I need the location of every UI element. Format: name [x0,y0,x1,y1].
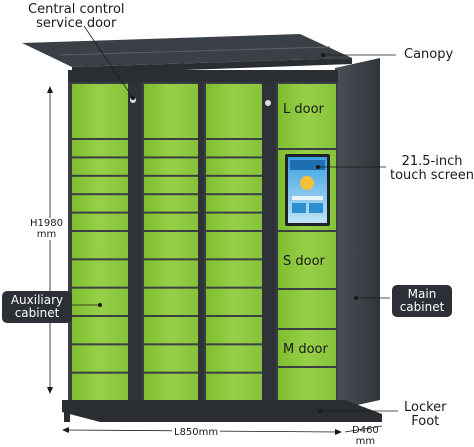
height-unit: mm [36,229,57,240]
m-door-label: M door [283,342,328,357]
locker-door [278,290,336,328]
main-cabinet-tag: Main cabinet [392,285,452,317]
locker-door [72,213,128,230]
locker-door [144,176,198,194]
touch-screen-line1: 21.5-inch [401,154,463,169]
locker-door [144,260,198,287]
locker-door [278,368,336,400]
depth-unit: mm [355,436,376,447]
locker-foot-label: Locker Foot [404,401,447,429]
auxiliary-cabinet-line1: Auxiliary [10,293,64,307]
locker-door [144,317,198,344]
canopy-label: Canopy [404,47,454,62]
locker-door [72,140,128,157]
locker-door [206,288,262,315]
locker-door [278,232,336,288]
locker-door [144,158,198,175]
locker-door [144,373,198,400]
width-dimension: L850mm [172,427,221,438]
locker-door [206,260,262,287]
locker-door [206,345,262,372]
locker-door [206,176,262,194]
locker-door [144,345,198,372]
central-control-label: Central control service door [28,3,125,31]
locker-door [144,84,198,138]
locker-door [278,330,336,366]
auxiliary-cabinet-line2: cabinet [14,306,60,320]
locker-foot-line1: Locker [404,400,447,415]
locker-door [72,232,128,259]
depth-value: D460 [352,425,379,436]
locker-door [72,260,128,287]
locker-door [72,176,128,194]
height-dimension: H1980 mm [30,218,63,240]
locker-door [72,345,128,372]
touch-screen-label: 21.5-inch touch screen [390,155,474,183]
locker-door [144,232,198,259]
locker-door [206,140,262,157]
locker-door [72,158,128,175]
main-cabinet-line1: Main [407,287,437,301]
locker-door [72,84,128,138]
locker-door [206,84,262,138]
locker-door [144,195,198,212]
side-panel [335,58,380,410]
s-door-label: S door [283,254,325,269]
locker-door [72,288,128,315]
locker-door [206,317,262,344]
locker-door [144,213,198,230]
locker-door [206,195,262,212]
door-rows [72,84,336,400]
locker-door [206,373,262,400]
l-door-label: L door [283,102,324,117]
depth-dimension: D460 mm [352,425,379,447]
touch-screen-line2: touch screen [390,168,474,183]
locker-door [206,232,262,259]
locker-foot [62,400,382,422]
locker-door [72,373,128,400]
locker-door [72,317,128,344]
locker-door [144,288,198,315]
height-value: H1980 [30,218,63,229]
central-control-line1: Central control [28,2,125,17]
canopy-shape [22,34,352,67]
locker-door [206,213,262,230]
auxiliary-cabinet-tag: Auxiliary cabinet [2,291,72,323]
central-control-line2: service door [36,16,117,31]
locker-door [278,84,336,148]
locker-foot-line2: Foot [411,414,440,429]
main-cabinet-line2: cabinet [399,300,445,314]
locker-door [144,140,198,157]
locker-door [72,195,128,212]
locker-door [206,158,262,175]
